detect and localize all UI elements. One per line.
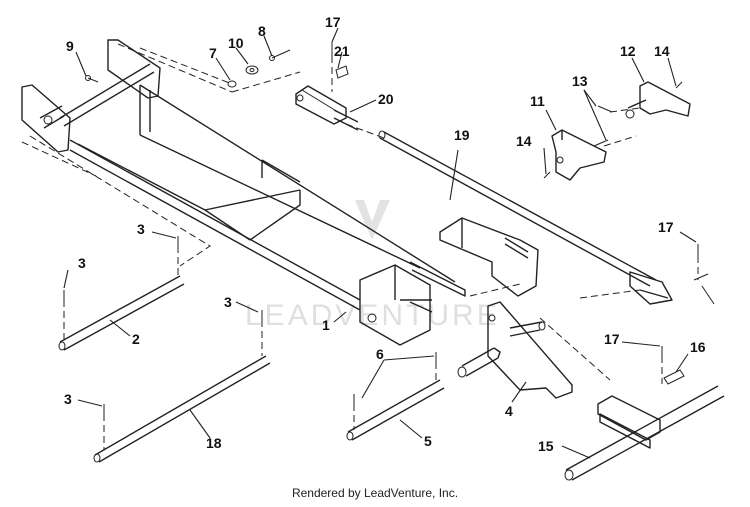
callout-3-top: 3: [137, 221, 145, 237]
callout-2: 2: [132, 331, 140, 347]
callout-8: 8: [258, 23, 266, 39]
callout-1: 1: [322, 317, 330, 333]
callout-16: 16: [690, 339, 706, 355]
callout-6: 6: [376, 346, 384, 362]
part-1-main-frame[interactable]: [21, 39, 539, 346]
callout-4: 4: [505, 403, 513, 419]
callout-11: 11: [530, 93, 545, 109]
part-2-pin[interactable]: [58, 275, 185, 351]
assembly-lines: [21, 43, 699, 450]
callout-10: 10: [228, 35, 244, 51]
callout-20: 20: [378, 91, 394, 107]
callout-21: 21: [334, 43, 350, 59]
leader-lines: [63, 27, 697, 459]
part-15-yoke-shaft[interactable]: [564, 385, 725, 481]
callout-3-left: 3: [78, 255, 86, 271]
part-5-pin[interactable]: [346, 379, 445, 441]
callout-13: 13: [572, 73, 588, 89]
part-12-bracket[interactable]: [625, 81, 691, 119]
callout-17-right: 17: [658, 219, 674, 235]
callout-9: 9: [66, 38, 74, 54]
callout-17-top: 17: [325, 14, 341, 30]
part-20-clevis[interactable]: [295, 85, 359, 131]
part-19-rod[interactable]: [378, 130, 673, 305]
footer-credit: Rendered by LeadVenture, Inc.: [291, 486, 459, 500]
watermark: LEADVENTURE: [245, 200, 500, 332]
callout-12: 12: [620, 43, 636, 59]
callout-3-bottom: 3: [64, 391, 72, 407]
callout-7: 7: [209, 45, 217, 61]
part-11-bracket[interactable]: [551, 129, 607, 181]
part-18-pin[interactable]: [93, 355, 271, 463]
watermark-text: LEADVENTURE: [245, 299, 500, 332]
callout-14-top: 14: [654, 43, 670, 59]
callout-3-middle: 3: [224, 294, 232, 310]
callout-18: 18: [206, 435, 222, 451]
callout-15: 15: [538, 438, 554, 454]
callout-14-bottom: 14: [516, 133, 532, 149]
callouts: 1 2 3 3 3 3 4 5 6 7 8 9 10 11 12 13 14 1…: [64, 14, 706, 454]
callout-5: 5: [424, 433, 432, 449]
callout-19: 19: [454, 127, 470, 143]
part-4-bracket[interactable]: [457, 301, 573, 399]
callout-17-lower: 17: [604, 331, 620, 347]
